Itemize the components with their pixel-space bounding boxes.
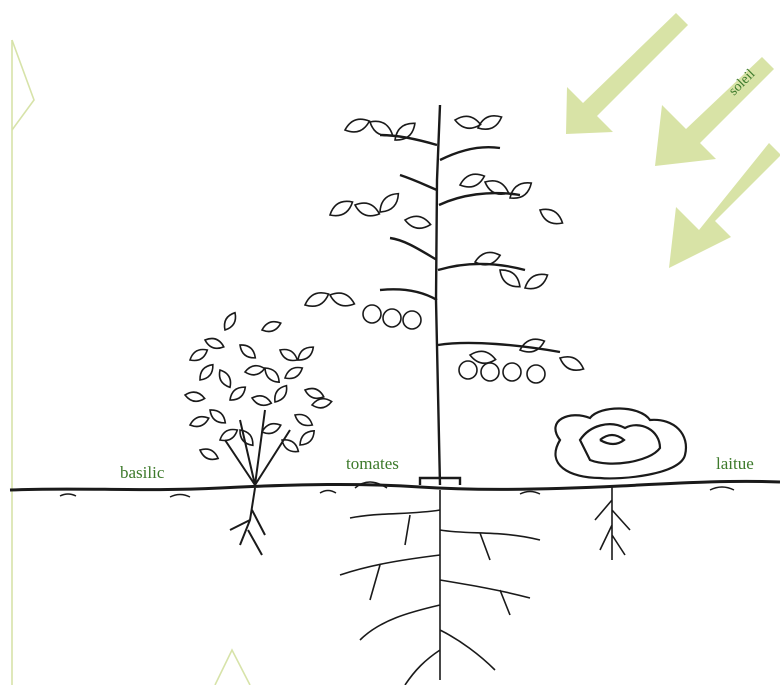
- leaf-shape: [507, 178, 535, 202]
- leaf-shape: [251, 394, 273, 408]
- label-basilic: basilic: [120, 463, 165, 482]
- leaf-shape: [198, 446, 220, 463]
- leaf-shape: [353, 200, 381, 220]
- leaf-shape: [283, 364, 305, 382]
- leaf-shape: [260, 319, 282, 334]
- decorative-frame: [12, 40, 250, 685]
- leaf-shape: [518, 336, 546, 356]
- leaf-shape: [203, 336, 225, 351]
- tomato-plant-icon: [303, 105, 587, 685]
- leaf-shape: [218, 426, 240, 444]
- leaf-shape: [262, 365, 283, 386]
- tomato-fruit: [383, 309, 401, 327]
- tomato-fruit: [363, 305, 381, 323]
- ground-line: [10, 481, 780, 490]
- leaf-shape: [537, 205, 565, 228]
- leaf-shape: [197, 362, 217, 383]
- leaf-shape: [293, 411, 315, 429]
- tomato-leaves: [303, 112, 587, 375]
- leaf-shape: [297, 428, 318, 449]
- leaf-shape: [404, 214, 432, 230]
- tomato-fruit: [503, 363, 521, 381]
- leaf-shape: [391, 119, 418, 145]
- leaf-shape: [237, 342, 258, 362]
- basil-plant-icon: [184, 310, 332, 555]
- tomato-fruit: [403, 311, 421, 329]
- basil-leaves: [184, 310, 332, 462]
- leaf-shape: [279, 436, 301, 455]
- leaf-shape: [328, 290, 356, 310]
- sun-arrows: [566, 13, 780, 268]
- leaf-shape: [327, 197, 355, 220]
- leaf-shape: [376, 189, 403, 216]
- leaf-shape: [184, 391, 205, 403]
- leaf-shape: [458, 171, 486, 191]
- leaf-shape: [244, 364, 265, 376]
- leaf-shape: [558, 353, 587, 375]
- leaf-shape: [483, 177, 512, 199]
- leaf-shape: [311, 397, 332, 409]
- leaf-shape: [216, 368, 234, 390]
- label-laitue: laitue: [716, 454, 754, 473]
- leaf-shape: [278, 346, 300, 364]
- tomato-fruit: [459, 361, 477, 379]
- tomato-fruit: [481, 363, 499, 381]
- leaf-shape: [522, 270, 550, 293]
- sun-arrow-icon: [655, 57, 774, 166]
- leaf-shape: [271, 383, 290, 405]
- leaf-shape: [188, 346, 210, 364]
- leaf-shape: [221, 310, 239, 332]
- leaf-shape: [303, 289, 332, 311]
- tomato-fruit: [527, 365, 545, 383]
- leaf-shape: [343, 116, 371, 136]
- leaf-shape: [207, 407, 228, 427]
- label-tomates: tomates: [346, 454, 399, 473]
- leaf-shape: [188, 414, 210, 429]
- leaf-shape: [295, 344, 316, 364]
